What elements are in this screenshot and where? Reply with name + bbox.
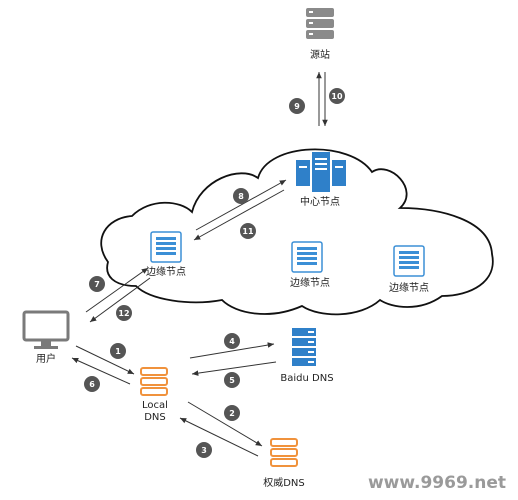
authoritative-dns-icon (270, 438, 298, 467)
user-label: 用户 (36, 352, 56, 365)
arrow-2 (187, 401, 263, 447)
arrow-8 (195, 179, 287, 231)
arrow-12 (89, 277, 151, 323)
baidu-dns-icon (292, 328, 316, 366)
edge-node-right-label: 边缘节点 (389, 281, 429, 294)
svg-text:11: 11 (242, 227, 254, 236)
origin-label: 源站 (310, 48, 330, 61)
arrow-5 (191, 361, 277, 376)
step-badge-6: 6 (84, 376, 100, 392)
step-badge-2: 2 (224, 405, 240, 421)
step-badge-8: 8 (233, 188, 249, 204)
step-badge-10: 10 (329, 88, 345, 104)
step-badge-3: 3 (196, 442, 212, 458)
authoritative-dns-label: 权威DNS (263, 476, 305, 489)
local-dns-icon (140, 367, 168, 396)
svg-text:2: 2 (229, 409, 235, 418)
svg-text:1: 1 (115, 347, 121, 356)
edge-node-left-icon (150, 231, 182, 263)
local-dns-label-line2: DNS (144, 412, 166, 423)
arrow-1 (75, 345, 135, 375)
edge-node-left-label: 边缘节点 (146, 265, 186, 278)
svg-text:4: 4 (229, 337, 235, 346)
svg-text:9: 9 (294, 102, 300, 111)
watermark-text: www.9969.net (368, 473, 506, 493)
arrow-11 (193, 189, 285, 241)
step-badge-12: 12 (116, 305, 132, 321)
center-node-label: 中心节点 (300, 195, 340, 208)
edge-node-mid-icon (291, 241, 323, 273)
step-badge-4: 4 (224, 333, 240, 349)
step-badge-5: 5 (224, 372, 240, 388)
svg-text:7: 7 (94, 280, 100, 289)
baidu-dns-label: Baidu DNS (280, 373, 333, 384)
step-badge-11: 11 (240, 223, 256, 239)
svg-text:5: 5 (229, 376, 235, 385)
origin-server-icon (306, 8, 334, 39)
edge-node-right-icon (393, 245, 425, 277)
arrow-3 (179, 417, 259, 457)
svg-text:3: 3 (201, 446, 207, 455)
svg-text:8: 8 (238, 192, 244, 201)
step-badge-7: 7 (89, 276, 105, 292)
user-monitor-icon (22, 310, 70, 349)
arrow-4 (189, 342, 275, 359)
edge-node-mid-label: 边缘节点 (290, 276, 330, 289)
step-badge-1: 1 (110, 343, 126, 359)
center-node-icon (296, 152, 346, 192)
arrow-6 (71, 357, 131, 385)
flow-arrows (71, 72, 328, 457)
local-dns-label-line1: Local (142, 400, 168, 411)
arrow-7 (85, 267, 149, 313)
svg-text:6: 6 (89, 380, 95, 389)
svg-text:10: 10 (331, 92, 343, 101)
svg-text:12: 12 (118, 309, 129, 318)
step-badge-9: 9 (289, 98, 305, 114)
